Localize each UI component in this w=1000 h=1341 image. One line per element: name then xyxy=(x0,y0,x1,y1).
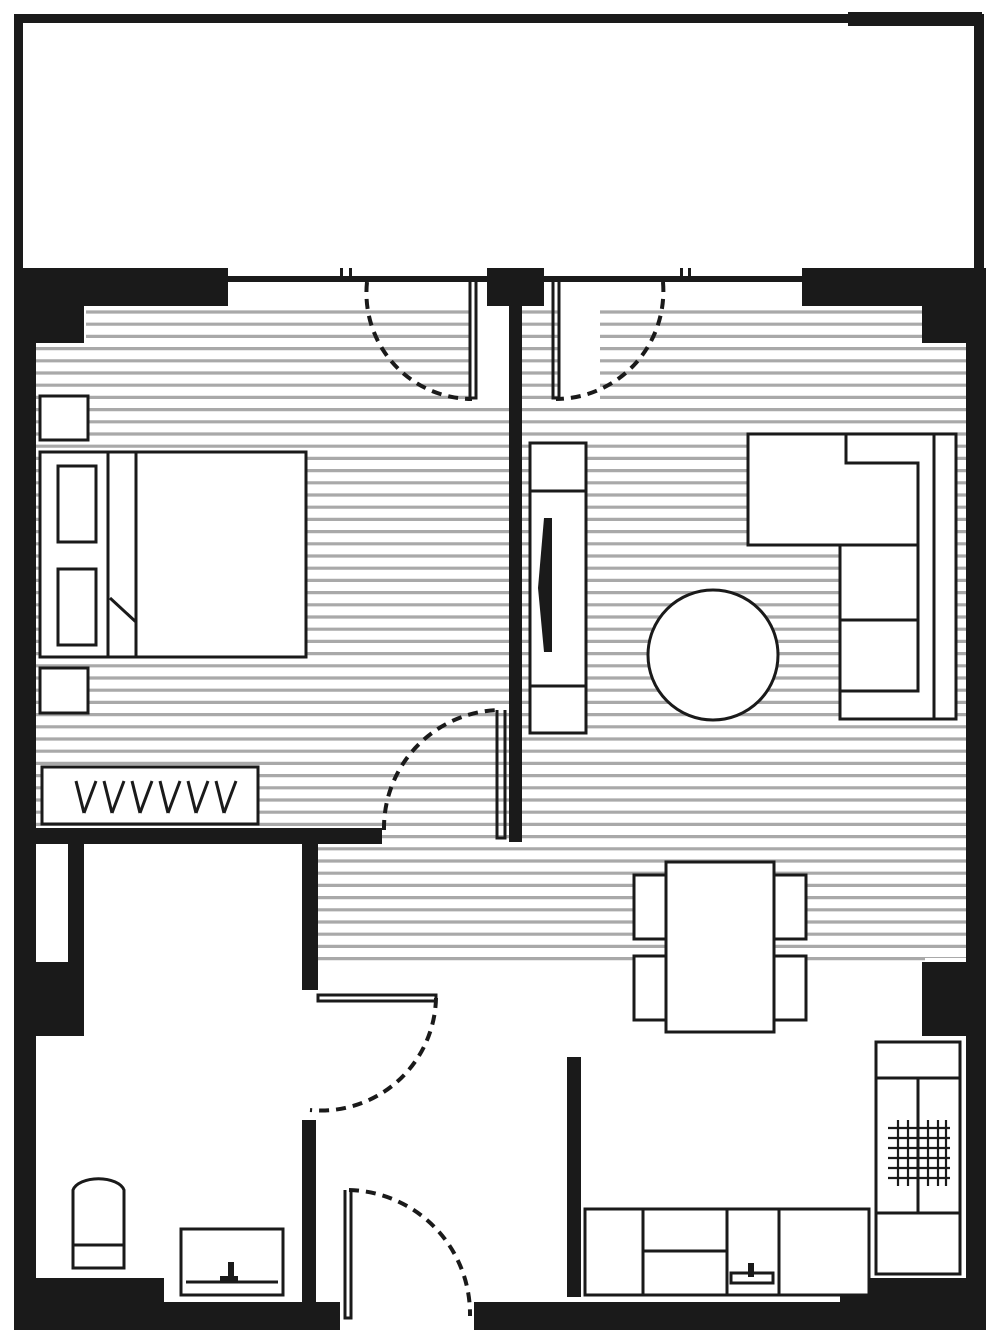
closet-door-swing xyxy=(309,997,438,1113)
wall-pillar-right xyxy=(922,962,986,1036)
living-furniture xyxy=(528,432,958,735)
wall-bedroom-bottom xyxy=(36,828,382,844)
bathroom-sink xyxy=(179,1227,285,1297)
dining-set xyxy=(632,860,808,1034)
balcony-door-right-leaf xyxy=(551,282,561,400)
balcony-rail-top-left xyxy=(14,14,850,23)
nightstand-top xyxy=(38,394,90,442)
bathroom-fixtures xyxy=(71,1177,285,1297)
wardrobe-bedroom xyxy=(40,765,260,826)
balcony-door-track-right xyxy=(544,276,802,282)
chair-left-top xyxy=(632,873,668,941)
wall-pillar-left xyxy=(14,962,84,1036)
wall-bathroom-right xyxy=(302,1120,316,1306)
closet-door-leaf xyxy=(316,993,438,1003)
nightstand-bottom xyxy=(38,666,90,715)
tv xyxy=(538,518,552,652)
balcony-door-left-leaf xyxy=(468,282,478,400)
balcony xyxy=(14,12,984,274)
bathroom-faucet xyxy=(228,1262,234,1282)
kitchen-counter xyxy=(583,1207,871,1297)
exterior-walls xyxy=(14,268,986,1330)
chair-right-bottom xyxy=(772,954,808,1022)
toilet xyxy=(71,1177,126,1270)
double-bed xyxy=(38,450,308,659)
balcony-door-track-left xyxy=(228,276,487,282)
coffee-table xyxy=(646,588,780,722)
dining-table xyxy=(664,860,776,1034)
corner-sofa xyxy=(746,432,958,721)
refrigerator xyxy=(874,1040,962,1276)
bedroom-door-leaf xyxy=(495,710,507,840)
wall-bottom-left-thick xyxy=(14,1278,164,1330)
center-column xyxy=(487,268,544,306)
balcony-door-left-swing xyxy=(364,281,473,401)
pillow-bottom xyxy=(56,567,98,647)
bedroom-door-swing xyxy=(381,708,501,831)
wall-closet-right xyxy=(302,844,318,990)
doors xyxy=(309,281,666,1320)
wall-bedroom-living xyxy=(509,305,522,842)
balcony-rail-right xyxy=(974,14,984,274)
balcony-rail-left xyxy=(14,14,23,274)
kitchen-units xyxy=(583,1040,962,1297)
kitchen-faucet xyxy=(748,1263,754,1277)
tv-cabinet xyxy=(528,441,588,735)
wall-closet-left xyxy=(68,844,84,964)
chair-left-bottom xyxy=(632,954,668,1022)
interior-walls xyxy=(36,305,581,1306)
entrance-door-leaf xyxy=(343,1190,353,1320)
balcony-rail-top-right xyxy=(848,12,982,26)
chair-right-top xyxy=(772,873,808,941)
wall-right xyxy=(966,268,986,1330)
bedroom-furniture xyxy=(38,394,308,826)
pillow-top xyxy=(56,464,98,544)
wall-left xyxy=(14,268,36,1330)
wall-kitchen-left xyxy=(567,1057,581,1297)
balcony-door-right-swing xyxy=(555,281,666,401)
entrance-door-swing xyxy=(348,1188,473,1317)
